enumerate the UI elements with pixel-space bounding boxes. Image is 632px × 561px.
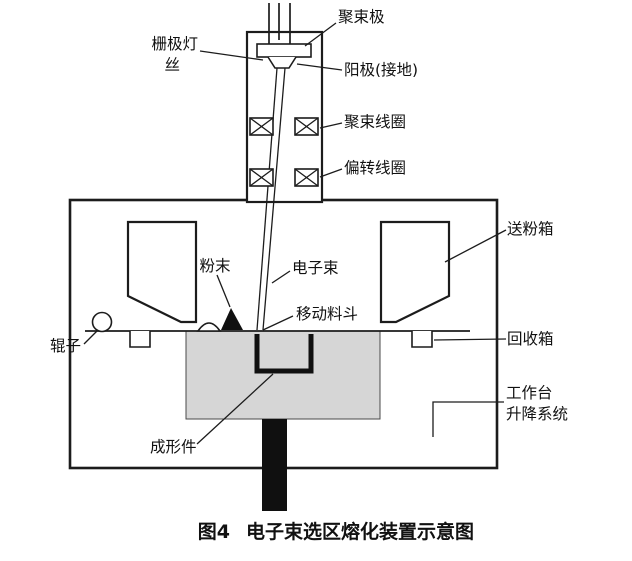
label-formed-part: 成形件 [150, 438, 197, 456]
lift-piston [262, 419, 287, 511]
label-grid-filament-line1: 栅极灯 [151, 35, 198, 53]
recovery-box-left-shape [129, 331, 151, 348]
deflection-coil-right [294, 168, 319, 187]
focusing-coil-right [294, 117, 319, 136]
leader-electron-beam [271, 270, 291, 284]
figure-caption: 图4 电子束选区熔化装置示意图 [198, 520, 474, 543]
leader-roller [83, 329, 99, 345]
powder-feed-hopper-left [126, 220, 198, 324]
beam-line-left [256, 67, 278, 331]
label-grid-filament-line2: 丝 [164, 56, 180, 74]
caption-number: 图4 [198, 521, 230, 543]
leader-formed-part [196, 373, 274, 445]
leader-anode [296, 63, 343, 71]
leader-powder-feed-box [444, 229, 507, 263]
leader-recovery-box [433, 338, 507, 341]
label-powder: 粉末 [199, 257, 230, 275]
electron-beam-lines [256, 67, 286, 331]
label-moving-hopper: 移动料斗 [296, 305, 358, 323]
label-recovery-box: 回收箱 [507, 330, 554, 348]
leader-powder [216, 274, 231, 308]
label-anode: 阳极(接地) [344, 61, 418, 79]
focusing-electrode-shape [256, 43, 312, 58]
label-worktable-line2: 升降系统 [506, 405, 568, 423]
labels: 聚束极 栅极灯 丝 阳极(接地) 聚束线圈 偏转线圈 送粉箱 粉末 电子束 移动… [50, 8, 568, 456]
powder-mound [196, 322, 222, 332]
leader-moving-hopper [262, 315, 294, 331]
powder-pile [221, 308, 243, 330]
recovery-box-right-shape [411, 331, 433, 348]
label-powder-feed-box: 送粉箱 [507, 220, 554, 238]
leader-lines [83, 22, 507, 445]
caption-title: 电子束选区熔化装置示意图 [246, 520, 474, 543]
roller-shape [91, 311, 113, 333]
deflection-coil-left [249, 168, 274, 187]
leader-focusing-coil [319, 122, 343, 129]
label-deflection-coil: 偏转线圈 [344, 159, 406, 177]
leader-grid-filament [199, 50, 264, 61]
filament-leads [268, 3, 291, 45]
leader-deflection-coil [319, 168, 343, 178]
focusing-coil-left [249, 117, 274, 136]
formed-part-shape [254, 334, 314, 374]
anode-aperture [267, 56, 297, 69]
label-electron-beam: 电子束 [292, 259, 339, 277]
label-focusing-coil: 聚束线圈 [344, 113, 406, 131]
label-worktable-line1: 工作台 [506, 384, 553, 402]
worktable [185, 330, 381, 420]
leader-worktable [432, 401, 504, 437]
beam-line-right [262, 67, 286, 331]
label-focusing-electrode: 聚束极 [338, 8, 385, 26]
leader-focusing-electrode [304, 22, 337, 47]
powder-feed-hopper-right [379, 220, 451, 324]
label-roller: 辊子 [50, 337, 81, 355]
